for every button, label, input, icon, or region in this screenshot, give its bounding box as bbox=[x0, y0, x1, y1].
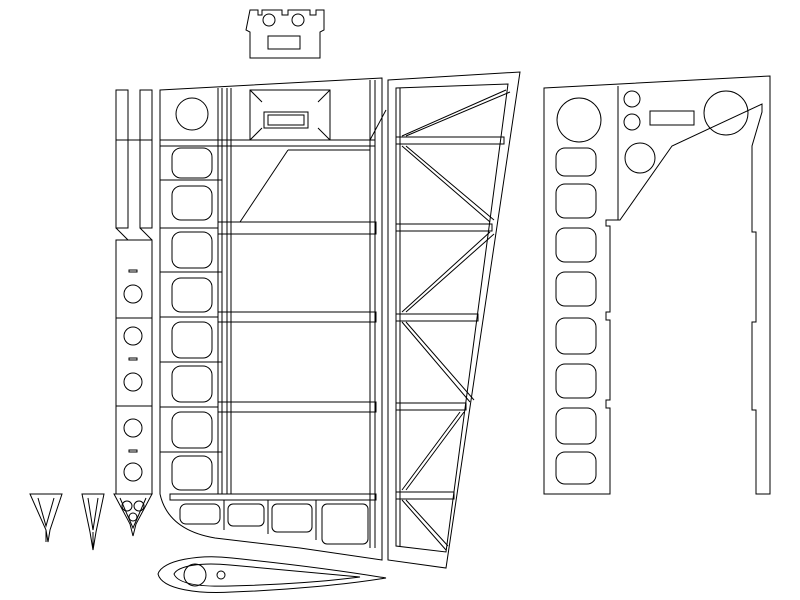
left-spar-strip bbox=[116, 90, 152, 240]
top-mount-plate bbox=[246, 10, 324, 58]
left-cap-strip bbox=[116, 240, 152, 494]
airfoil-section bbox=[158, 557, 386, 593]
right-flat-panel bbox=[544, 76, 770, 494]
small-gussets bbox=[30, 494, 152, 550]
truss-section bbox=[388, 72, 520, 568]
main-rudder-panel bbox=[160, 78, 386, 560]
